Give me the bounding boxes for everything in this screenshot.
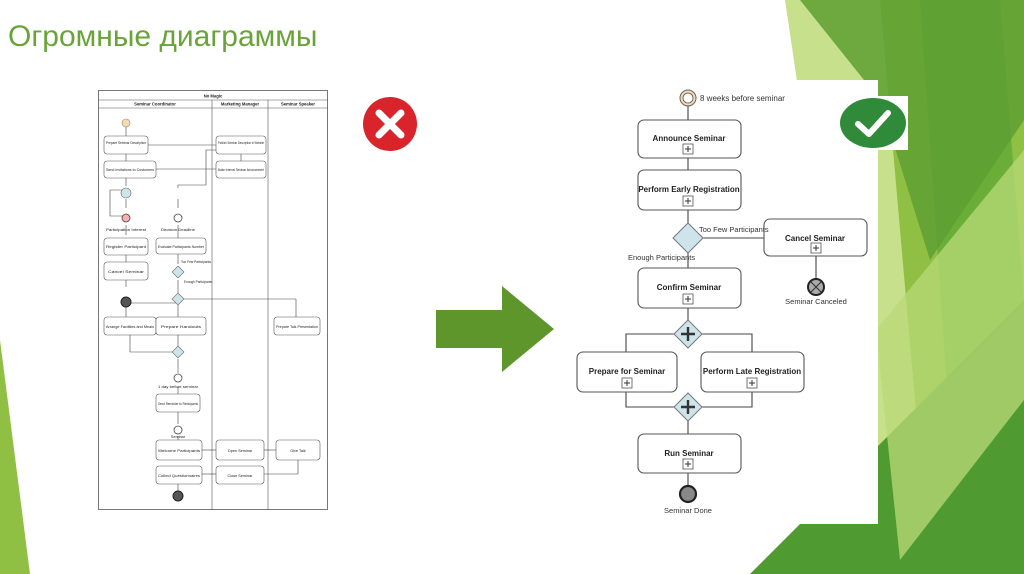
left-node-publish: Publish Seminar Description in Website [218,141,264,145]
lane-marketing: Marketing Manager [221,102,260,107]
right-announce: Announce Seminar [653,134,726,143]
deco-light-triangle [876,150,1024,560]
left-node-close: Close Seminar [228,474,254,478]
simplified-diagram: 8 weeks before seminar Announce Seminar … [568,80,878,524]
left-node-too-few: Too Few Participants [181,260,211,264]
lane-speaker: Seminar Speaker [281,102,315,107]
check-mark-icon [838,96,908,150]
left-node-participation: Participation Interest [106,228,147,232]
right-too-few: Too Few Participants [699,225,769,234]
right-canceled: Seminar Canceled [785,297,847,306]
left-node-cancel: Cancel Seminar [108,270,145,274]
right-prepare: Prepare for Seminar [589,367,665,376]
right-cancel: Cancel Seminar [785,234,845,243]
deco-dark-shape [800,0,1024,260]
right-done: Seminar Done [664,506,712,515]
left-node-talk: Prepare Talk Presentation [276,325,318,329]
left-node-prepare-desc: Prepare Seminar Description [106,141,146,145]
cross-mark-icon [363,97,417,151]
left-node-give-talk: Give Talk [290,449,306,453]
right-arrow-icon [436,286,554,372]
slide-title: Огромные диаграммы [8,20,318,53]
parallel-gateway-split [673,319,703,349]
left-node-make-internal: Make Internal Seminar Anouncement [218,168,265,172]
lane-coordinator: Seminar Coordinator [134,102,176,107]
parallel-gateway-join [673,392,703,422]
left-node-register: Register Participant [106,245,147,249]
left-node-seminar-evt: Seminar [171,435,186,439]
right-run: Run Seminar [664,449,713,458]
left-node-reminder: Send Reminder to Participants [158,402,198,406]
right-confirm: Confirm Seminar [657,283,721,292]
right-early-reg: Perform Early Registration [638,185,739,194]
left-node-enough: Enough Participants [184,280,212,284]
left-node-send-inv: Send Invitations to Customers [106,168,154,172]
right-enough: Enough Participants [628,253,695,262]
large-swimlane-diagram: No Magic Seminar Coordinator Marketing M… [98,90,328,510]
left-node-open: Open Seminar [228,449,253,453]
right-start-label: 8 weeks before seminar [700,94,785,103]
left-node-handouts: Prepare Handouts [161,325,201,329]
left-node-welcome: Welcome Participants [158,449,200,453]
right-late-reg: Perform Late Registration [703,367,801,376]
deco-left-shape [0,340,30,574]
left-node-one-day: 1 day before seminar [158,385,199,389]
left-node-deadline: Decision Deadline [161,228,195,232]
left-node-collect: Collect Questionnaires [158,474,200,478]
diagram-header: No Magic [204,94,223,99]
left-node-arrange: Arrange Facilities and Meals [106,325,154,329]
left-node-evaluate: Evaluate Participants Number [158,245,205,249]
